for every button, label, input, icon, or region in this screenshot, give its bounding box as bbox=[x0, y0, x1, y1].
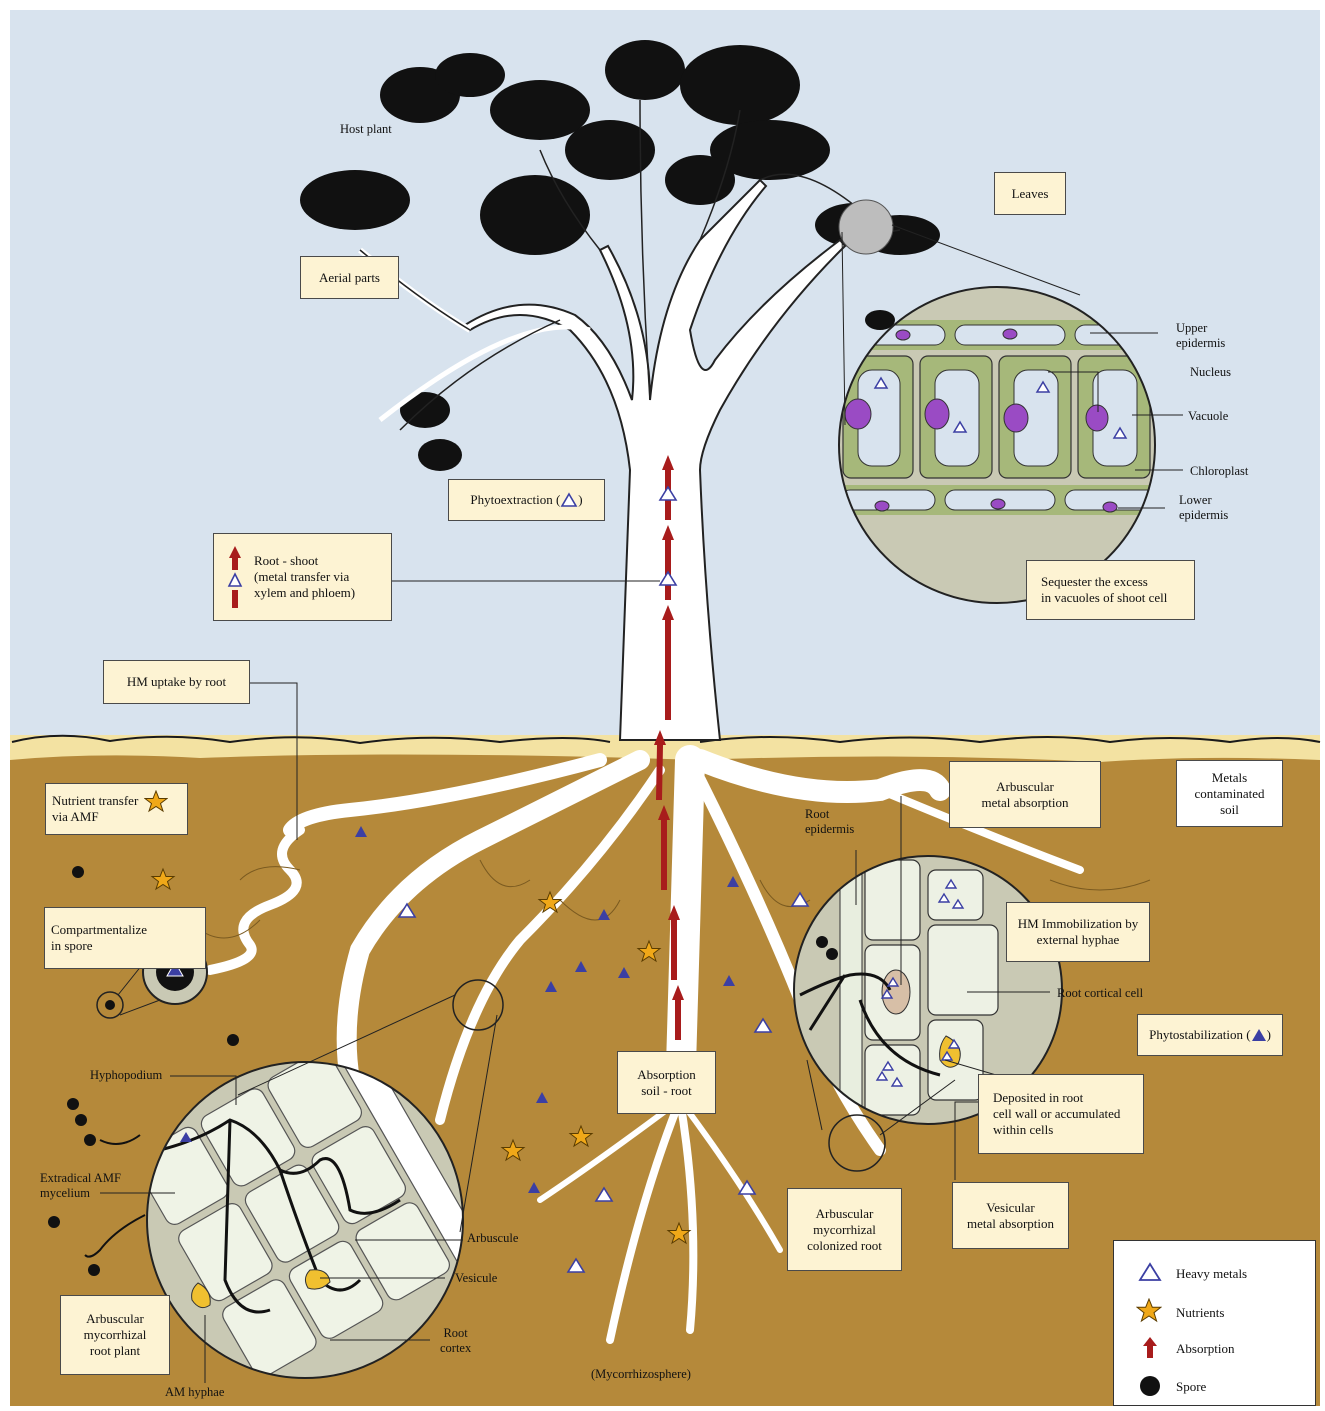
nutrient-transfer-text: Nutrient transfer via AMF bbox=[52, 793, 138, 825]
compartmentalize-line-1: Compartmentalize bbox=[51, 922, 147, 938]
legend-heavy-metals-text: Heavy metals bbox=[1176, 1266, 1247, 1282]
upper-epidermis-line-2: epidermis bbox=[1176, 336, 1225, 351]
vma-line-2: metal absorption bbox=[967, 1216, 1054, 1232]
upper-epidermis-line-1: Upper bbox=[1176, 321, 1225, 336]
nutrient-transfer-box: Nutrient transfer via AMF bbox=[45, 783, 188, 835]
ama-line-1: Arbuscular bbox=[981, 779, 1068, 795]
host-plant-label: Host plant bbox=[340, 122, 392, 137]
phytoextraction-box: Phytoextraction ( ) bbox=[448, 479, 605, 521]
hyphopodium-label: Hyphopodium bbox=[90, 1068, 162, 1083]
legend: Heavy metals Nutrients Absorption Spore bbox=[1113, 1240, 1316, 1406]
asr-line-2: soil - root bbox=[637, 1083, 696, 1099]
vma-line-1: Vesicular bbox=[967, 1200, 1054, 1216]
legend-nutrients: Nutrients bbox=[1114, 1297, 1314, 1327]
sequester-line-1: Sequester the excess bbox=[1041, 574, 1167, 590]
vesicule-label: Vesicule bbox=[455, 1271, 497, 1286]
deposited-box: Deposited in root cell wall or accumulat… bbox=[978, 1074, 1144, 1154]
root-cortical-cell-label: Root cortical cell bbox=[1057, 986, 1143, 1001]
legend-spore: Spore bbox=[1114, 1371, 1314, 1401]
hm-immob-line-2: external hyphae bbox=[1018, 932, 1139, 948]
root-shoot-line-1: Root - shoot bbox=[254, 553, 355, 569]
legend-absorption-text: Absorption bbox=[1176, 1341, 1235, 1357]
amcr-line-1: Arbuscular bbox=[807, 1206, 882, 1222]
vesicular-metal-absorption-box: Vesicular metal absorption bbox=[952, 1182, 1069, 1249]
lower-epidermis-line-2: epidermis bbox=[1179, 508, 1228, 523]
root-shoot-line-3: xylem and phloem) bbox=[254, 585, 355, 601]
root-cortex-label: Root cortex bbox=[440, 1326, 471, 1356]
absorption-arrow-icon bbox=[224, 544, 246, 610]
nutrient-star-icon bbox=[1136, 1298, 1162, 1324]
nucleus-label: Nucleus bbox=[1190, 365, 1231, 380]
root-epidermis-label: Root epidermis bbox=[805, 807, 854, 837]
chloroplast-label: Chloroplast bbox=[1190, 464, 1248, 479]
legend-spore-text: Spore bbox=[1176, 1379, 1206, 1395]
mycorrhizosphere-label: (Mycorrhizosphere) bbox=[591, 1367, 691, 1382]
nutrient-transfer-line-1: Nutrient transfer bbox=[52, 793, 138, 809]
mcs-line-1: Metals bbox=[1194, 770, 1264, 786]
hm-immobilization-box: HM Immobilization by external hyphae bbox=[1006, 902, 1150, 962]
extradical-line-2: mycelium bbox=[40, 1186, 121, 1201]
filled-metal-triangle-icon bbox=[1251, 1028, 1267, 1042]
root-shoot-box: Root - shoot (metal transfer via xylem a… bbox=[213, 533, 392, 621]
compartmentalize-box: Compartmentalize in spore bbox=[44, 907, 206, 969]
vacuole-label: Vacuole bbox=[1188, 409, 1228, 424]
compartmentalize-line-2: in spore bbox=[51, 938, 147, 954]
phytostabilization-text: Phytostabilization ( bbox=[1149, 1027, 1250, 1043]
deposited-line-2: cell wall or accumulated bbox=[993, 1106, 1120, 1122]
spore-dot-icon bbox=[1139, 1375, 1161, 1397]
nutrient-star-icon bbox=[144, 790, 168, 814]
lower-epidermis-label: Lower epidermis bbox=[1179, 493, 1228, 523]
asr-line-1: Absorption bbox=[637, 1067, 696, 1083]
mcs-line-3: soil bbox=[1194, 802, 1264, 818]
amcr-box: Arbuscular mycorrhizal colonized root bbox=[787, 1188, 902, 1271]
root-cortex-line-1: Root bbox=[440, 1326, 471, 1341]
ama-line-2: metal absorption bbox=[981, 795, 1068, 811]
phytostabilization-box: Phytostabilization ( ) bbox=[1137, 1014, 1283, 1056]
leaf-zoom-spot bbox=[839, 200, 893, 254]
legend-heavy-metals: Heavy metals bbox=[1114, 1258, 1314, 1288]
amrp-line-2: mycorrhizal bbox=[84, 1327, 147, 1343]
phytoextraction-close: ) bbox=[578, 492, 582, 508]
root-shoot-line-2: (metal transfer via bbox=[254, 569, 355, 585]
heavy-metal-triangle-icon bbox=[1138, 1262, 1162, 1282]
root-shoot-text: Root - shoot (metal transfer via xylem a… bbox=[254, 553, 355, 601]
aerial-parts-box: Aerial parts bbox=[300, 256, 399, 299]
sequester-line-2: in vacuoles of shoot cell bbox=[1041, 590, 1167, 606]
phytostabilization-close: ) bbox=[1267, 1027, 1271, 1043]
arbuscular-metal-absorption-box: Arbuscular metal absorption bbox=[949, 761, 1101, 828]
upper-epidermis-label: Upper epidermis bbox=[1176, 321, 1225, 351]
absorption-soil-root-box: Absorption soil - root bbox=[617, 1051, 716, 1114]
amrp-line-1: Arbuscular bbox=[84, 1311, 147, 1327]
extradical-line-1: Extradical AMF bbox=[40, 1171, 121, 1186]
phytoextraction-text: Phytoextraction ( bbox=[470, 492, 560, 508]
sequester-box: Sequester the excess in vacuoles of shoo… bbox=[1026, 560, 1195, 620]
root-epidermis-line-1: Root bbox=[805, 807, 854, 822]
extradical-label: Extradical AMF mycelium bbox=[40, 1171, 121, 1201]
amcr-line-2: mycorrhizal bbox=[807, 1222, 882, 1238]
hm-immob-line-1: HM Immobilization by bbox=[1018, 916, 1139, 932]
deposited-line-3: within cells bbox=[993, 1122, 1120, 1138]
amcr-line-3: colonized root bbox=[807, 1238, 882, 1254]
nutrient-transfer-line-2: via AMF bbox=[52, 809, 138, 825]
am-hyphae-label: AM hyphae bbox=[165, 1385, 224, 1400]
legend-absorption: Absorption bbox=[1114, 1333, 1314, 1363]
amrp-line-3: root plant bbox=[84, 1343, 147, 1359]
legend-nutrients-text: Nutrients bbox=[1176, 1305, 1224, 1321]
am-root-plant-box: Arbuscular mycorrhizal root plant bbox=[60, 1295, 170, 1375]
arbuscule-label: Arbuscule bbox=[467, 1231, 518, 1246]
metals-contaminated-soil-box: Metals contaminated soil bbox=[1176, 760, 1283, 827]
hm-uptake-box: HM uptake by root bbox=[103, 660, 250, 704]
mcs-line-2: contaminated bbox=[1194, 786, 1264, 802]
lower-epidermis-line-1: Lower bbox=[1179, 493, 1228, 508]
leaves-box: Leaves bbox=[994, 172, 1066, 215]
root-cortex-line-2: cortex bbox=[440, 1341, 471, 1356]
deposited-line-1: Deposited in root bbox=[993, 1090, 1120, 1106]
absorption-arrow-icon bbox=[1140, 1337, 1160, 1359]
heavy-metal-triangle-icon bbox=[560, 492, 578, 508]
root-epidermis-line-2: epidermis bbox=[805, 822, 854, 837]
